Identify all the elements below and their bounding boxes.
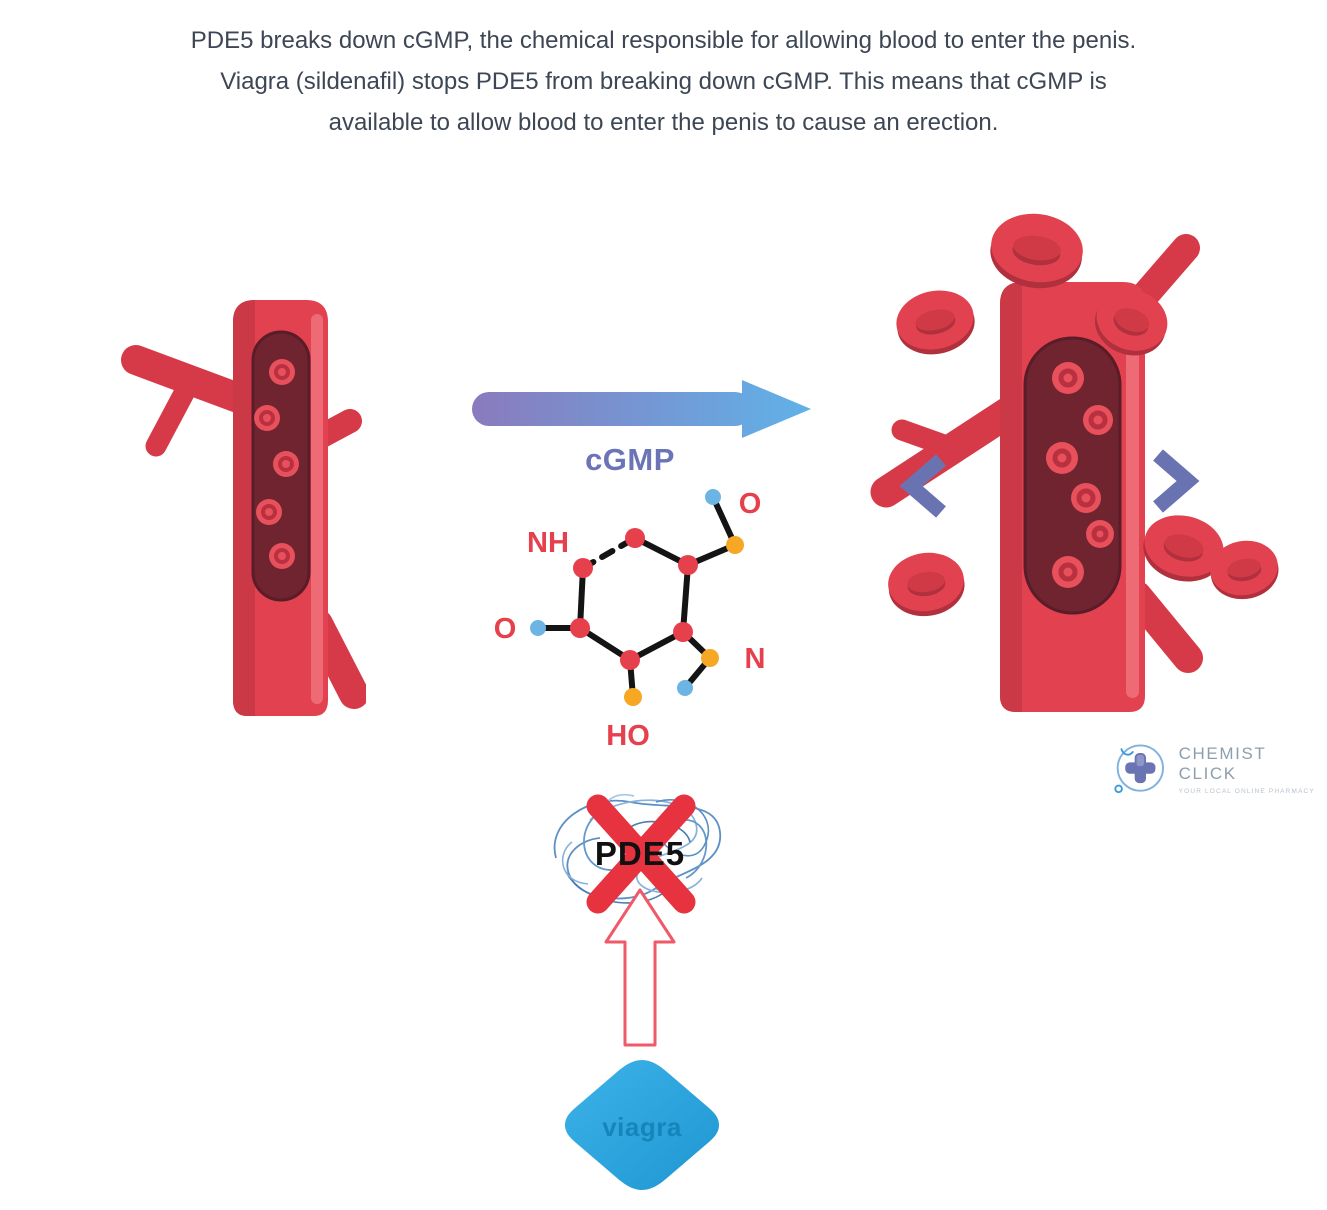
blocked-x-icon	[586, 794, 696, 914]
logo-name: CHEMIST CLICK	[1178, 743, 1267, 783]
oxygen-atom	[624, 688, 642, 706]
pill-shape	[565, 1060, 719, 1190]
chemist-click-logo: CHEMIST CLICK YOUR LOCAL ONLINE PHARMACY	[1112, 740, 1327, 798]
pde5-scribble-svg	[553, 793, 721, 914]
constricted-vessel-svg	[121, 300, 369, 716]
viagra-pill-svg: viagra	[565, 1060, 719, 1190]
logo-text: CHEMIST CLICK YOUR LOCAL ONLINE PHARMACY	[1179, 744, 1327, 795]
explanation-text: PDE5 breaks down cGMP, the chemical resp…	[0, 20, 1327, 143]
red-blood-cell	[1046, 442, 1078, 474]
red-blood-cell	[254, 405, 280, 431]
red-blood-cell	[1083, 405, 1113, 435]
hydrogen-atom	[705, 489, 721, 505]
molecule-atoms	[530, 489, 744, 706]
carbon-atom	[573, 558, 593, 578]
blood-cells-in-lumen	[1046, 362, 1114, 588]
carbon-atom	[625, 528, 645, 548]
dilated-vessel-illustration	[862, 196, 1294, 714]
red-blood-cell	[256, 499, 282, 525]
logo-tagline: YOUR LOCAL ONLINE PHARMACY	[1178, 787, 1315, 795]
pharmacy-cross-icon	[1114, 744, 1164, 794]
viagra-action-arrow	[604, 888, 676, 1048]
constricted-vessel-illustration	[116, 288, 369, 716]
vessel-trunk-shadow	[233, 300, 255, 716]
molecule-labels: NH O O N HO	[494, 488, 766, 752]
red-blood-cell	[269, 359, 295, 385]
explanation-line-3: available to allow blood to enter the pe…	[328, 109, 999, 136]
cgmp-flow-arrow	[470, 380, 812, 438]
cgmp-molecule-diagram: NH O O N HO	[478, 478, 788, 768]
vessel-trunk-highlight	[311, 314, 323, 704]
up-arrow-svg	[604, 888, 676, 1047]
floating-blood-cells	[888, 213, 1279, 617]
molecule-svg: NH O O N HO	[494, 488, 766, 752]
dilated-vessel-svg	[870, 213, 1279, 712]
hydrogen-atom	[530, 620, 546, 636]
oxygen-atom	[701, 649, 719, 667]
blood-cells-in-lumen	[254, 359, 299, 569]
explanation-line-2: Viagra (sildenafil) stops PDE5 from brea…	[220, 68, 1107, 95]
red-blood-cell	[896, 290, 975, 355]
pde5-blocked-illustration	[538, 780, 742, 922]
pde5-label: PDE5	[594, 835, 686, 872]
carbon-atom	[570, 618, 590, 638]
red-blood-cell	[1143, 515, 1224, 582]
carbon-atom	[620, 650, 640, 670]
red-blood-cell	[273, 451, 299, 477]
red-blood-cell	[1052, 362, 1084, 394]
carbon-atom	[678, 555, 698, 575]
carbon-atom	[673, 622, 693, 642]
molecule-label-o-top: O	[739, 488, 762, 520]
molecule-label-o-left: O	[494, 613, 517, 645]
molecule-label-n: N	[745, 643, 766, 675]
molecule-label-nh: NH	[527, 527, 569, 559]
vessel-trunk-highlight	[1126, 298, 1139, 698]
vessel-trunk-shadow	[1000, 282, 1022, 712]
up-arrow-shape	[604, 888, 676, 1047]
red-blood-cell	[1094, 289, 1168, 356]
chevron-left-icon	[897, 454, 949, 518]
chevron-right-icon	[1150, 449, 1202, 513]
molecule-label-ho: HO	[606, 720, 650, 752]
cgmp-label: cGMP	[585, 442, 675, 477]
red-blood-cell	[1071, 483, 1101, 513]
arrow-shape	[472, 380, 811, 438]
explanation-line-1: PDE5 breaks down cGMP, the chemical resp…	[190, 27, 1137, 54]
red-blood-cell	[1086, 520, 1114, 548]
oxygen-atom	[726, 536, 744, 554]
hydrogen-atom	[677, 680, 693, 696]
red-blood-cell	[1210, 540, 1279, 600]
red-blood-cell	[990, 213, 1083, 289]
red-blood-cell	[888, 552, 965, 617]
red-blood-cell	[269, 543, 295, 569]
viagra-pill: viagra	[562, 1056, 722, 1194]
flow-arrow-svg	[472, 380, 811, 438]
red-blood-cell	[1052, 556, 1084, 588]
viagra-pill-label: viagra	[602, 1112, 682, 1142]
